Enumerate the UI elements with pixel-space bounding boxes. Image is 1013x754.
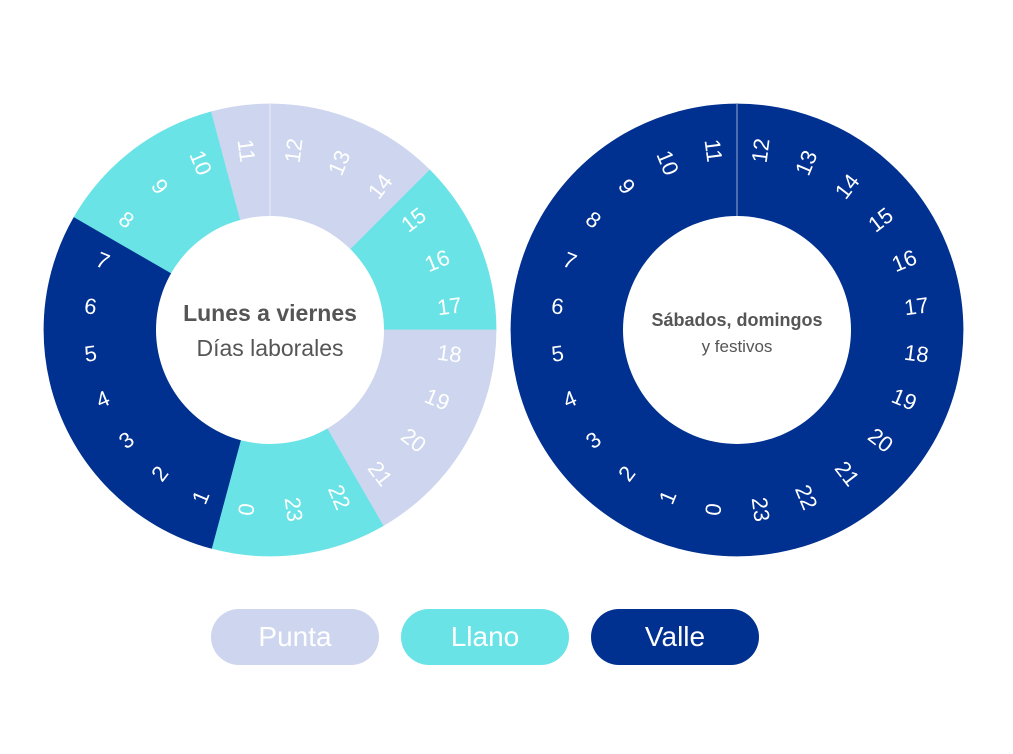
weekend-subtitle: y festivos bbox=[702, 337, 773, 356]
hour-label-0: 0 bbox=[700, 502, 726, 517]
hour-label-0: 0 bbox=[233, 502, 259, 517]
hour-label-23: 23 bbox=[747, 496, 775, 524]
hour-label-6: 6 bbox=[83, 293, 98, 319]
hour-label-23: 23 bbox=[280, 496, 308, 524]
legend-llano-label: Llano bbox=[450, 621, 520, 652]
hour-label-11: 11 bbox=[699, 138, 727, 164]
hour-label-18: 18 bbox=[903, 340, 931, 368]
hour-label-12: 12 bbox=[747, 137, 775, 165]
legend-valle: Valle bbox=[591, 609, 759, 665]
hour-label-6: 6 bbox=[550, 293, 565, 319]
legend-punta-label: Punta bbox=[258, 621, 332, 652]
hour-label-12: 12 bbox=[280, 137, 308, 165]
weekend-title: Sábados, domingos bbox=[651, 310, 822, 330]
hour-label-17: 17 bbox=[436, 292, 464, 320]
hour-label-11: 11 bbox=[232, 138, 260, 164]
weekday-subtitle: Días laborales bbox=[196, 335, 343, 361]
weekday-title: Lunes a viernes bbox=[183, 300, 357, 326]
legend-punta: Punta bbox=[211, 609, 379, 665]
legend-llano: Llano bbox=[401, 609, 569, 665]
hour-label-18: 18 bbox=[436, 340, 464, 368]
clock-center bbox=[623, 216, 851, 444]
hour-label-17: 17 bbox=[903, 292, 931, 320]
clock-center bbox=[156, 216, 384, 444]
hour-label-5: 5 bbox=[550, 340, 565, 366]
hour-label-5: 5 bbox=[83, 340, 98, 366]
legend-valle-label: Valle bbox=[644, 621, 706, 652]
